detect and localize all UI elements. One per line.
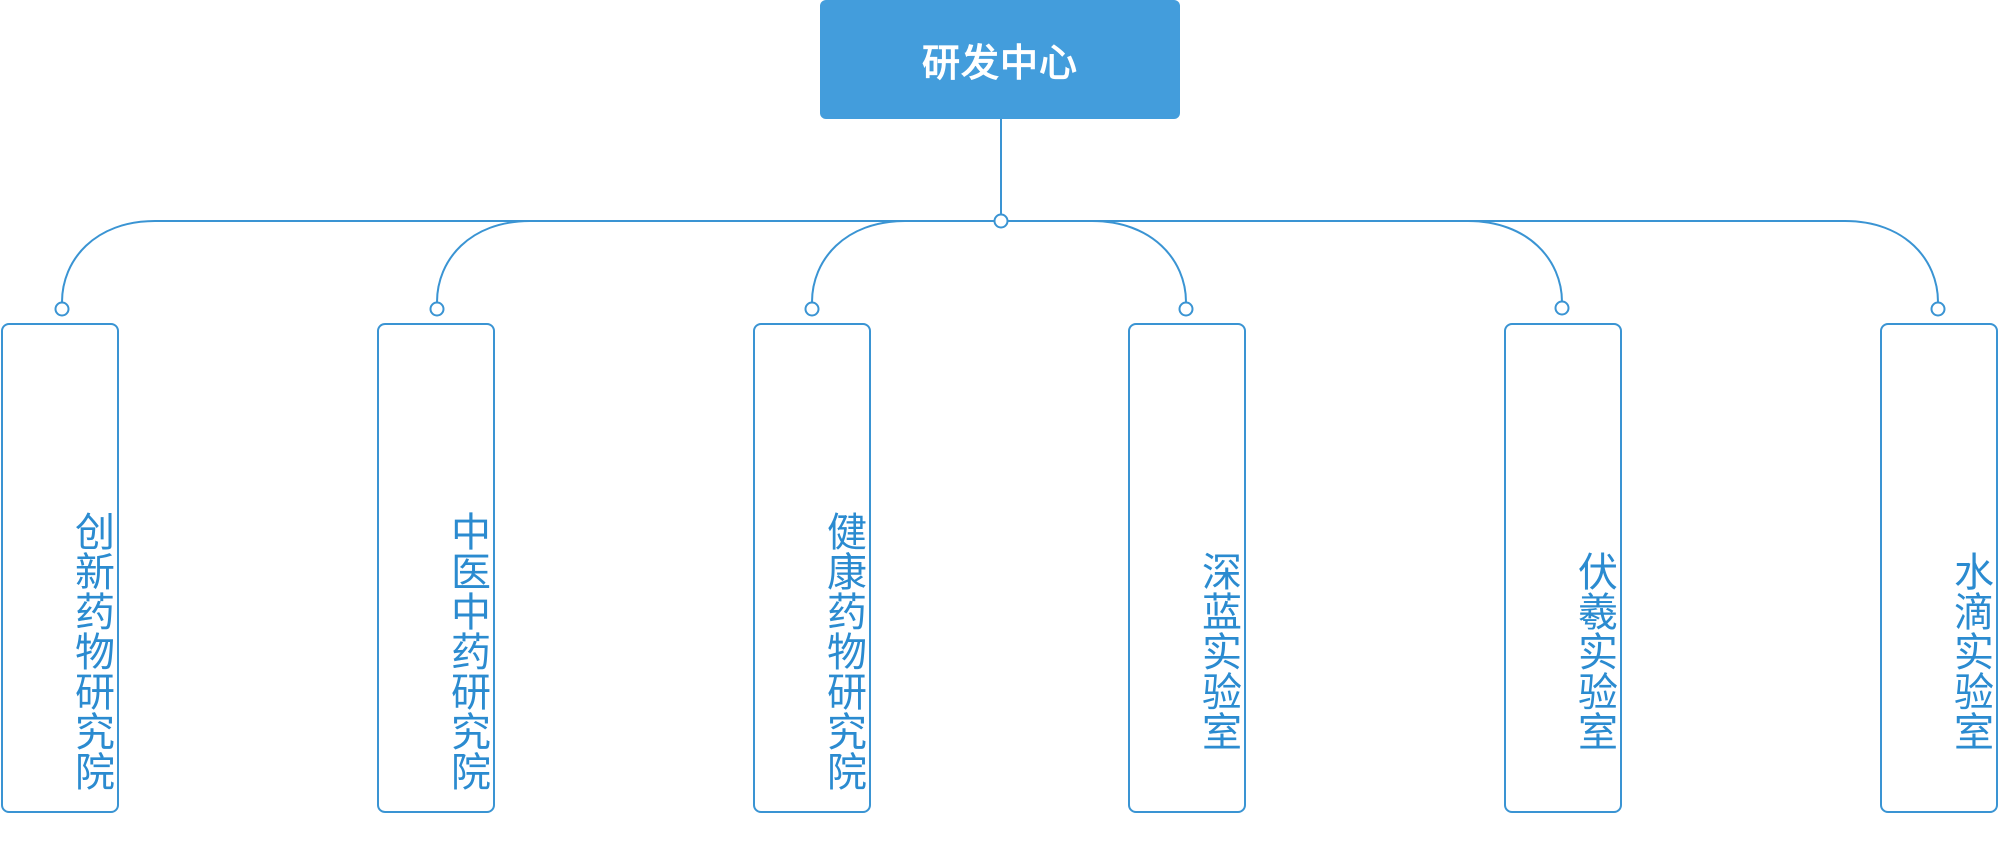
- branch-curve-6: [1844, 220, 1939, 303]
- root-joint-dot: [993, 213, 1009, 229]
- child-node-health-drug-institute[interactable]: 健康药物研究院: [753, 323, 871, 813]
- child-joint-dot-1: [54, 301, 70, 317]
- child-node-tcm-institute[interactable]: 中医中药研究院: [377, 323, 495, 813]
- child-node-label: 深蓝实验室: [1195, 551, 1241, 751]
- branch-curve-1: [61, 220, 156, 303]
- root-node-rd-center[interactable]: 研发中心: [820, 0, 1180, 119]
- child-node-innovative-drug-institute[interactable]: 创新药物研究院: [1, 323, 119, 813]
- child-node-fuxi-lab[interactable]: 伏羲实验室: [1504, 323, 1622, 813]
- child-node-label: 健康药物研究院: [820, 511, 866, 791]
- child-joint-dot-2: [429, 301, 445, 317]
- child-joint-dot-5: [1554, 300, 1570, 316]
- branch-curve-2: [436, 220, 531, 303]
- branch-curve-3: [811, 220, 906, 303]
- child-node-deep-blue-lab[interactable]: 深蓝实验室: [1128, 323, 1246, 813]
- child-node-label: 创新药物研究院: [68, 511, 114, 791]
- child-joint-dot-3: [804, 301, 820, 317]
- child-joint-dot-6: [1930, 301, 1946, 317]
- connector-lines: [54, 119, 1946, 317]
- child-node-water-drop-lab[interactable]: 水滴实验室: [1880, 323, 1998, 813]
- branch-curve-5: [1467, 220, 1563, 303]
- root-node-label: 研发中心: [921, 41, 1078, 85]
- child-node-label: 伏羲实验室: [1571, 551, 1617, 751]
- child-joint-dot-4: [1178, 301, 1194, 317]
- child-node-label: 水滴实验室: [1947, 551, 1993, 751]
- branch-curve-4: [1091, 220, 1187, 303]
- child-node-label: 中医中药研究院: [444, 511, 490, 791]
